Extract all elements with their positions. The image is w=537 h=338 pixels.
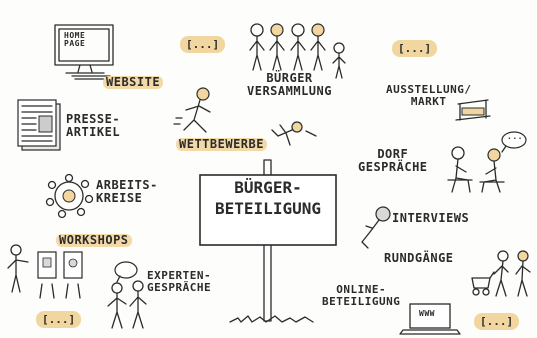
label-ausstellung-markt: AUSSTELLUNG/ MARKT <box>386 83 472 108</box>
sign-board-icon <box>199 174 337 246</box>
experts-icon <box>107 261 147 329</box>
gear-icon <box>45 173 94 219</box>
label-online-beteiligung: ONLINE- BETEILIGUNG <box>322 283 401 308</box>
label-buerger-versammlung: BÜRGER VERSAMMLUNG <box>247 71 332 98</box>
label-arbeitskreise: ARBEITS- KREISE <box>96 178 158 205</box>
label-presse-artikel: PRESSE- ARTIKEL <box>66 112 121 139</box>
workshop-person-icon <box>7 244 29 293</box>
label-rundgaenge: RUNDGÄNGE <box>384 251 454 265</box>
laptop-icon <box>399 303 461 335</box>
center-sign: BÜRGER- BETEILIGUNG <box>203 178 333 220</box>
placeholder-bottom-left: [...] <box>36 311 82 328</box>
placeholder-top-right: [...] <box>392 40 438 57</box>
sign-title-line1: BÜRGER- <box>234 178 302 197</box>
label-experten-gespraeche: EXPERTEN- GESPRÄCHE <box>147 269 212 294</box>
label-workshops: WORKSHOPS <box>56 234 132 247</box>
runner-icon <box>173 87 211 133</box>
acrobat-icon <box>271 121 317 146</box>
monitor-icon <box>54 24 114 80</box>
flipchart-icon <box>37 251 83 299</box>
speech-bubble-text: ... <box>507 132 523 141</box>
seated-people-icon <box>447 131 527 193</box>
placeholder-top-left: [...] <box>180 36 226 53</box>
market-stand-icon <box>455 99 491 121</box>
homepage-screen-text: HOME PAGE <box>64 31 86 49</box>
label-website: WEBSITE <box>103 76 164 89</box>
placeholder-bottom-right: [...] <box>474 313 520 330</box>
newspaper-icon <box>17 99 61 151</box>
label-interviews: INTERVIEWS <box>392 211 470 225</box>
sign-title-line2: BETEILIGUNG <box>215 198 321 218</box>
crowd-icon <box>249 23 346 79</box>
laptop-screen-text: WWW <box>419 309 435 318</box>
walking-people-icon <box>471 250 531 297</box>
microphone-icon <box>361 206 391 249</box>
label-wettbewerbe: WETTBEWERBE <box>176 138 267 151</box>
label-dorf-gespraeche: DORF GESPRÄCHE <box>358 147 428 174</box>
